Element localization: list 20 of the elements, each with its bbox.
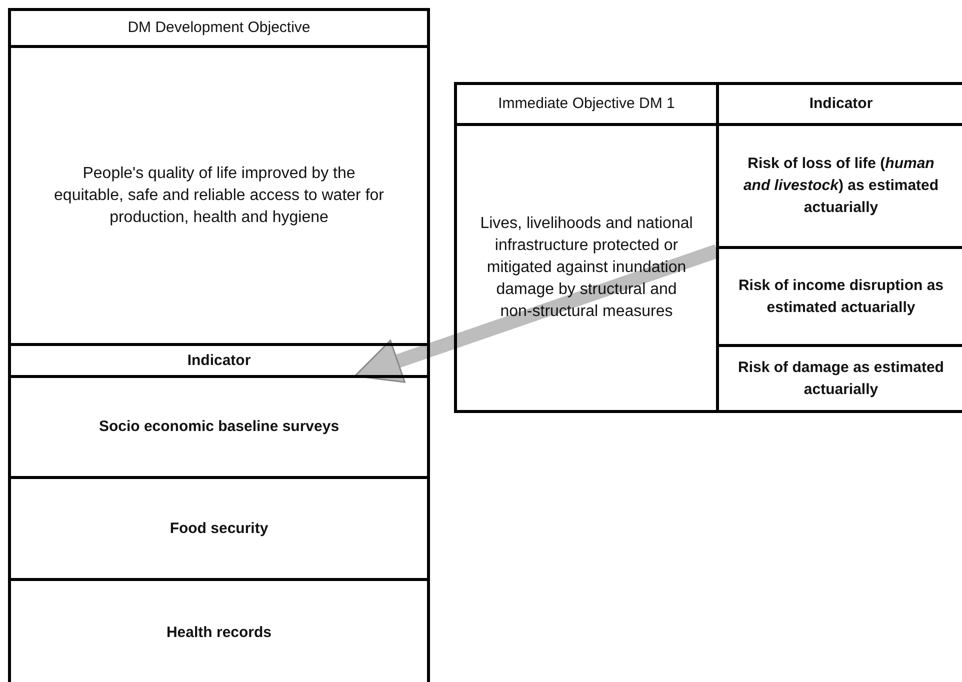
objective-cell [454,123,719,413]
indicator-cell [8,476,430,581]
indicator-text: Health records [165,623,273,643]
indicator-text: Risk of loss of life (human and livestock) as estimated actuarially [742,154,940,218]
indicator-text: Risk of damage as estimated actuarially [737,358,945,400]
heading-text: DM Development Objective [126,18,312,38]
indicator-cell [8,375,430,479]
objective-text: People's quality of life improved by the equitable, safe and reliable access to water for production, health and hygiene [53,164,385,228]
heading-text: Indicator [808,94,874,114]
indicator-text: Risk of income disruption as estimated actuarially [737,276,945,318]
header-cell [454,82,719,126]
header-cell [8,343,430,378]
indicator-text: Food security [168,518,270,538]
objective-text: Lives, livelihoods and national infrastructure protected or mitigated against inundation damage by structural and non-structural measures [479,214,694,322]
indicator-text: Socio economic baseline surveys [98,417,340,437]
objective-cell [8,45,430,346]
heading-text: Indicator [186,350,252,370]
header-cell [8,8,430,48]
heading-text: Immediate Objective DM 1 [497,94,676,114]
indicator-cell [8,578,430,682]
